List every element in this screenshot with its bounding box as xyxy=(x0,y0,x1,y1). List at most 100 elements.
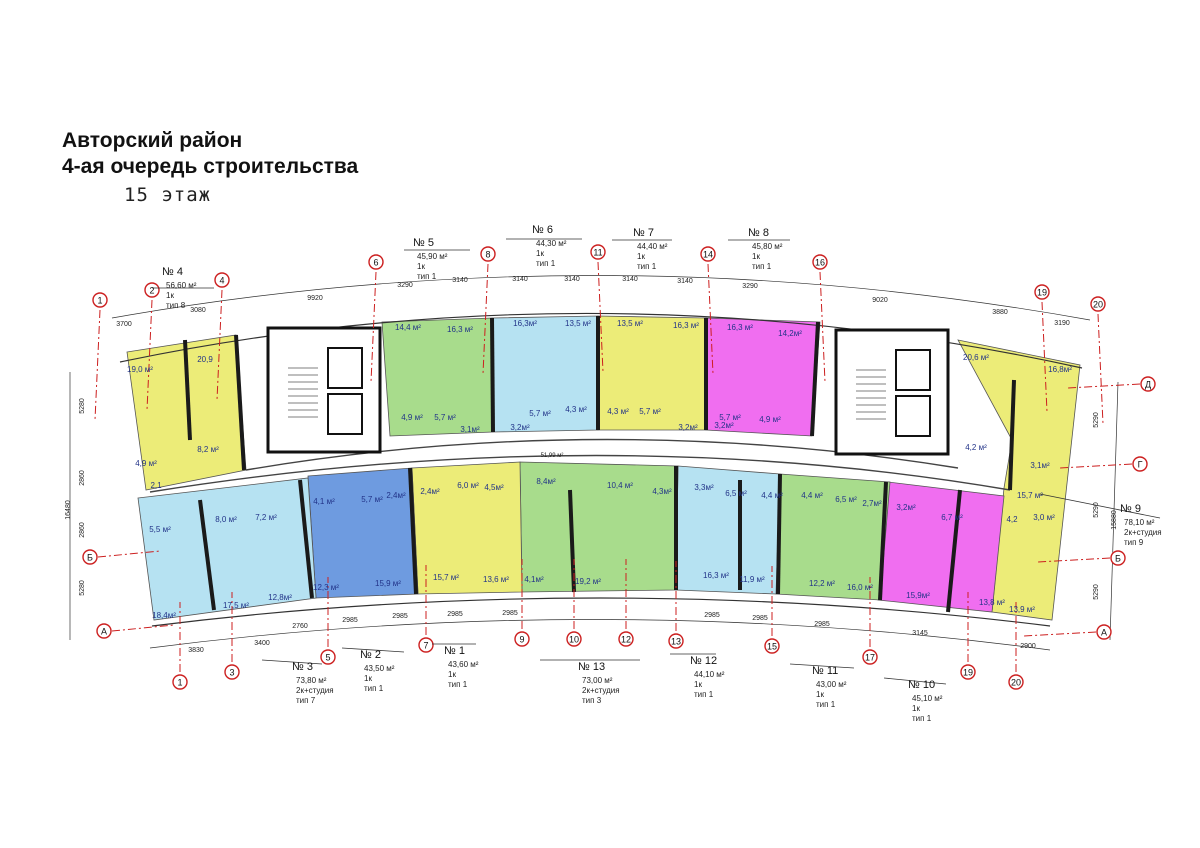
axis-line xyxy=(146,299,153,411)
room-area-label: 4,4 м² xyxy=(761,491,783,500)
dimension-bottom: 2985 xyxy=(704,612,720,619)
room-area-label: 4,9 м² xyxy=(759,415,781,424)
apartment-rooms: 2к+студия xyxy=(1124,528,1162,537)
partition-wall xyxy=(776,473,782,595)
axis-label-right-Д: Д xyxy=(1145,380,1151,390)
axis-label-bottom-10: 10 xyxy=(569,635,579,645)
apartment-number: № 3 xyxy=(292,661,313,673)
walls xyxy=(119,312,1083,627)
elevator-shaft xyxy=(895,395,931,437)
dimension-left: 16480 xyxy=(65,500,72,520)
room-area-label: 15,9 м² xyxy=(375,579,401,588)
axis-line xyxy=(1023,631,1097,637)
dimension-right: 5290 xyxy=(1093,584,1100,600)
axis-line xyxy=(1041,301,1048,413)
axis-marker xyxy=(1090,296,1106,312)
dimension-right: 15880 xyxy=(1111,510,1118,530)
dimension-bottom: 2985 xyxy=(342,617,358,624)
room-area-label: 4,3м² xyxy=(652,487,672,496)
apartment-number: № 2 xyxy=(360,649,381,661)
room-area-label: 6,7 м² xyxy=(941,513,963,522)
room-area-label: 16,3 м² xyxy=(727,323,753,332)
axis-label-bottom-12: 12 xyxy=(621,635,631,645)
room-area-label: 13,8 м² xyxy=(979,598,1005,607)
axis-label-top-20: 20 xyxy=(1093,300,1103,310)
apartment-rooms: 1к xyxy=(166,291,174,300)
room-area-label: 16,0 м² xyxy=(847,583,873,592)
room-area-label: 4,2 м² xyxy=(965,443,987,452)
axis-marker xyxy=(172,674,188,690)
axis-marker xyxy=(1096,624,1112,640)
apartment-area: 45,90 м² xyxy=(417,252,448,261)
dimension-top: 3140 xyxy=(622,276,638,283)
stair-core-1 xyxy=(266,326,382,454)
room-area-label: 5,7 м² xyxy=(529,409,551,418)
axis-label-top-6: 6 xyxy=(373,258,378,268)
axis-label-right-Г: Г xyxy=(1138,460,1143,470)
axis-line xyxy=(707,263,714,375)
apartment-number: № 10 xyxy=(908,679,935,691)
axis-marker xyxy=(82,549,98,565)
apartment-fills xyxy=(126,315,1081,621)
leader-line xyxy=(883,677,947,685)
partition-wall xyxy=(878,481,888,601)
room-area-label: 11,9 м² xyxy=(739,575,765,584)
room-area-label: 13,5 м² xyxy=(565,319,591,328)
apartment-rooms: 1к xyxy=(694,680,702,689)
dimension-bottom: 2760 xyxy=(292,623,308,630)
room-area-label: 19,2 м² xyxy=(575,577,601,586)
axis-marker xyxy=(1110,550,1126,566)
room-area-label: 3,2м² xyxy=(510,423,530,432)
axis-label-bottom-9: 9 xyxy=(519,635,524,645)
axis-marker xyxy=(418,637,434,653)
dimension-top: 9920 xyxy=(307,295,323,302)
room-area-label: 4,3 м² xyxy=(607,407,629,416)
corridor-area-label: 51,99 м² xyxy=(541,453,564,459)
dimension-top: 3140 xyxy=(452,277,468,284)
dimension-bottom: 2900 xyxy=(1020,643,1036,650)
room-area-label: 19,0 м² xyxy=(127,365,153,374)
axis-label-bottom-20: 20 xyxy=(1011,678,1021,688)
room-area-label: 5,5 м² xyxy=(149,525,171,534)
axis-line xyxy=(1097,313,1104,425)
apartment-type: тип 3 xyxy=(582,696,602,705)
apartment-number: № 6 xyxy=(532,224,553,236)
dimension-top: 3290 xyxy=(742,283,758,290)
leader-line xyxy=(261,659,323,665)
axis-marker xyxy=(214,272,230,288)
axis-marker xyxy=(1140,376,1156,392)
leader-line xyxy=(789,663,855,669)
room-area-label: 4,3 м² xyxy=(565,405,587,414)
room-area-label: 15,7 м² xyxy=(1017,491,1043,500)
axis-line xyxy=(94,309,101,421)
room-area-label: 15,9м² xyxy=(906,591,930,600)
partition-wall xyxy=(568,489,576,593)
apartment-area: 56,60 м² xyxy=(166,281,197,290)
apartment-area: 43,50 м² xyxy=(364,664,395,673)
partition-wall xyxy=(183,339,192,441)
apartment-fill-12 xyxy=(307,467,419,599)
partition-wall xyxy=(234,334,246,471)
axis-line xyxy=(111,624,175,632)
dimension-left: 2860 xyxy=(79,522,86,538)
apartment-type: тип 8 xyxy=(166,301,186,310)
apartment-type: тип 9 xyxy=(1124,538,1144,547)
room-area-label: 13,5 м² xyxy=(617,319,643,328)
axis-line xyxy=(97,550,161,558)
apartment-number: № 1 xyxy=(444,645,465,657)
apartment-area: 73,80 м² xyxy=(296,676,327,685)
room-area-label: 15,7 м² xyxy=(433,573,459,582)
dimension-right: 5290 xyxy=(1093,502,1100,518)
dimension-top: 3880 xyxy=(992,309,1008,316)
dimension-bottom: 3400 xyxy=(254,640,270,647)
axis-marker xyxy=(224,664,240,680)
axis-marker xyxy=(1132,456,1148,472)
axis-label-top-16: 16 xyxy=(815,258,825,268)
room-area-label: 8,2 м² xyxy=(197,445,219,454)
room-area-label: 3,3м² xyxy=(694,483,714,492)
room-area-label: 3,2м² xyxy=(896,503,916,512)
room-area-label: 5,7 м² xyxy=(361,495,383,504)
axis-marker xyxy=(960,664,976,680)
